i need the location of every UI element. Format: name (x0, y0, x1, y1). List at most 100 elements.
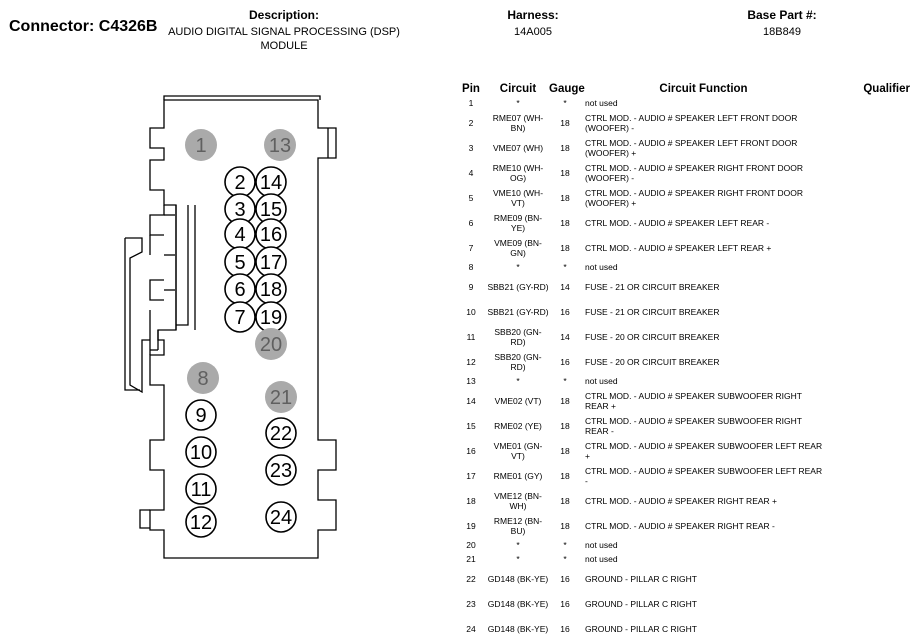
pin-cell: 13 (466, 376, 476, 387)
circuit-function-cell: GROUND - PILLAR C RIGHT (585, 623, 697, 634)
column-header-qualifier: Qualifier (863, 83, 910, 95)
pin-cell: 3 (468, 142, 474, 153)
connector-pin-4: 4 (224, 218, 256, 250)
table-row: 1**not used (455, 97, 910, 111)
connector-pin-9: 9 (185, 399, 217, 431)
pin-number-label: 20 (260, 334, 282, 356)
gauge-cell: 16 (560, 623, 570, 634)
qualifier-cell (826, 617, 910, 642)
circuit-cell: * (516, 98, 520, 109)
qualifier-cell (826, 489, 910, 514)
description-label: Description: (248, 8, 319, 22)
pin-number-label: 5 (234, 252, 245, 274)
circuit-function-cell: CTRL MOD. - AUDIO # SPEAKER LEFT FRONT D… (585, 113, 798, 133)
pin-number-label: 12 (190, 512, 212, 534)
column-header-circuit-function: Circuit Function (659, 83, 748, 95)
circuit-cell: VME02 (VT) (494, 395, 542, 406)
circuit-cell: SBB21 (GY-RD) (487, 281, 549, 292)
base-part-label: Base Part #: (747, 8, 817, 22)
pin-number-label: 9 (195, 405, 206, 427)
gauge-cell: 18 (560, 192, 570, 203)
connector-pin-13: 13 (264, 129, 296, 161)
gauge-cell: * (563, 376, 567, 387)
circuit-cell: VME12 (BN-WH) (494, 491, 542, 511)
circuit-function-cell: CTRL MOD. - AUDIO # SPEAKER LEFT REAR - (585, 217, 770, 228)
pin-number-label: 23 (270, 460, 292, 482)
circuit-function-cell: CTRL MOD. - AUDIO # SPEAKER RIGHT FRONT … (585, 163, 804, 183)
circuit-function-cell: CTRL MOD. - AUDIO # SPEAKER SUBWOOFER RI… (585, 416, 802, 436)
pin-number-label: 22 (270, 423, 292, 445)
gauge-cell: 18 (560, 242, 570, 253)
base-part-value: 18B849 (763, 26, 801, 38)
gauge-cell: 18 (560, 445, 570, 456)
circuit-function-cell: GROUND - PILLAR C RIGHT (585, 598, 697, 609)
qualifier-cell (826, 389, 910, 414)
qualifier-cell (826, 350, 910, 375)
connector-pin-16: 16 (255, 218, 287, 250)
pin-number-label: 10 (190, 442, 212, 464)
gauge-cell: 18 (560, 167, 570, 178)
pin-cell: 21 (466, 554, 476, 565)
circuit-function-cell: CTRL MOD. - AUDIO # SPEAKER RIGHT REAR + (585, 495, 777, 506)
pin-number-label: 1 (195, 135, 206, 157)
circuit-cell: VME01 (GN-VT) (493, 441, 543, 461)
circuit-cell: VME10 (WH-VT) (492, 188, 544, 208)
circuit-cell: GD148 (BK-YE) (487, 598, 549, 609)
pin-cell: 11 (466, 331, 476, 342)
pin-cavity (185, 399, 217, 431)
gauge-cell: 18 (560, 495, 570, 506)
circuit-function-cell: CTRL MOD. - AUDIO # SPEAKER LEFT FRONT D… (585, 138, 798, 158)
qualifier-cell (826, 275, 910, 300)
pin-cell: 14 (466, 395, 476, 406)
circuit-function-cell: not used (585, 262, 618, 273)
qualifier-cell (826, 111, 910, 136)
gauge-cell: 16 (560, 356, 570, 367)
pin-number-label: 8 (197, 368, 208, 390)
column-header-pin: Pin (462, 83, 480, 95)
pin-cavity (265, 454, 297, 486)
circuit-function-cell: CTRL MOD. - AUDIO # SPEAKER RIGHT FRONT … (585, 188, 804, 208)
unused-pin-cavity (264, 129, 296, 161)
unused-pin-cavity (265, 381, 297, 413)
column-header-circuit: Circuit (499, 83, 537, 95)
pin-number-label: 6 (234, 279, 245, 301)
connector-housing-outline (124, 95, 337, 559)
qualifier-cell (826, 592, 910, 617)
connector-pin-10: 10 (185, 436, 217, 468)
connector-pin-15: 15 (255, 193, 287, 225)
pin-cell: 8 (468, 262, 474, 273)
connector-pin-23: 23 (265, 454, 297, 486)
pin-cell: 16 (466, 445, 476, 456)
qualifier-cell (826, 375, 910, 389)
pinout-table: Pin Circuit Gauge Circuit Function Quali… (455, 81, 910, 642)
qualifier-cell (826, 136, 910, 161)
connector-pin-8: 8 (187, 362, 219, 394)
connector-pin-5: 5 (224, 246, 256, 278)
connector-pin-12: 12 (185, 506, 217, 538)
circuit-cell: RME10 (WH-OG) (492, 163, 544, 183)
qualifier-cell (826, 300, 910, 325)
connector-pin-2: 2 (224, 166, 256, 198)
qualifier-cell (826, 514, 910, 539)
pin-number-label: 15 (260, 199, 282, 221)
qualifier-cell (826, 261, 910, 275)
pin-cavity (265, 417, 297, 449)
circuit-cell: RME02 (YE) (494, 420, 542, 431)
circuit-cell: SBB20 (GN-RD) (494, 352, 542, 372)
connector-pin-1: 1 (185, 129, 217, 161)
gauge-cell: 18 (560, 470, 570, 481)
pin-number-label: 13 (269, 135, 291, 157)
qualifier-cell (826, 439, 910, 464)
table-row: 21**not used (455, 553, 910, 567)
qualifier-cell (826, 464, 910, 489)
table-row: 13**not used (455, 375, 910, 389)
circuit-cell: * (516, 262, 520, 273)
